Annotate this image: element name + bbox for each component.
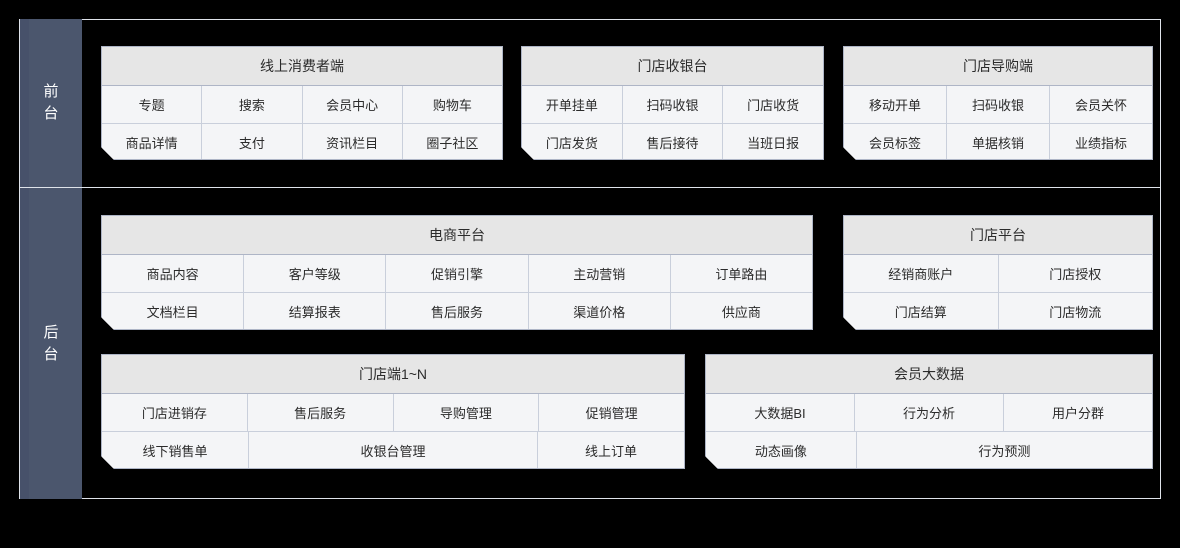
panel-row: 门店结算 门店物流 — [844, 292, 1152, 329]
panel-online-consumer[interactable]: 线上消费者端 专题 搜索 会员中心 购物车 商品详情 支付 资讯栏目 圈子社区 — [101, 46, 503, 160]
panel-cell[interactable]: 会员标签 — [844, 124, 946, 160]
panel-cell[interactable]: 售后接待 — [622, 124, 723, 160]
panel-cell[interactable]: 售后服务 — [385, 293, 527, 329]
panel-cell[interactable]: 线下销售单 — [102, 432, 248, 468]
section-rail-back: 后台 — [20, 188, 82, 499]
panel-cell[interactable]: 售后服务 — [247, 394, 393, 431]
panel-cell[interactable]: 门店进销存 — [102, 394, 247, 431]
panel-cell[interactable]: 主动营销 — [528, 255, 670, 292]
panel-row: 会员标签 单据核销 业绩指标 — [844, 123, 1152, 160]
panel-title-store-platform: 门店平台 — [844, 216, 1152, 255]
panel-cell[interactable]: 收银台管理 — [248, 432, 537, 468]
panel-cell[interactable]: 移动开单 — [844, 86, 946, 123]
panel-row: 商品内容 客户等级 促销引擎 主动营销 订单路由 — [102, 255, 812, 292]
panel-cell[interactable]: 经销商账户 — [844, 255, 998, 292]
panel-cell[interactable]: 搜索 — [201, 86, 301, 123]
panel-cell[interactable]: 供应商 — [670, 293, 812, 329]
panel-cell[interactable]: 大数据BI — [706, 394, 854, 431]
panel-cell[interactable]: 导购管理 — [393, 394, 539, 431]
panel-cell[interactable]: 专题 — [102, 86, 201, 123]
panel-cell[interactable]: 资讯栏目 — [302, 124, 402, 160]
panel-row: 线下销售单 收银台管理 线上订单 — [102, 431, 684, 468]
panel-cell[interactable]: 促销引擎 — [385, 255, 527, 292]
panel-cell[interactable]: 结算报表 — [243, 293, 385, 329]
panel-cell[interactable]: 用户分群 — [1003, 394, 1152, 431]
panel-row: 门店进销存 售后服务 导购管理 促销管理 — [102, 394, 684, 431]
panel-cell[interactable]: 开单挂单 — [522, 86, 622, 123]
panel-cell[interactable]: 会员中心 — [302, 86, 402, 123]
panel-cell[interactable]: 门店结算 — [844, 293, 998, 329]
panel-cell[interactable]: 促销管理 — [538, 394, 684, 431]
panel-cell[interactable]: 行为分析 — [854, 394, 1003, 431]
panel-title-store-cashier: 门店收银台 — [522, 47, 823, 86]
panel-cell[interactable]: 线上订单 — [537, 432, 684, 468]
panel-cell[interactable]: 扫码收银 — [622, 86, 723, 123]
panel-cell[interactable]: 业绩指标 — [1049, 124, 1152, 160]
diagram-frame — [19, 19, 1161, 499]
panel-cell[interactable]: 订单路由 — [670, 255, 812, 292]
panel-title-ecommerce-platform: 电商平台 — [102, 216, 812, 255]
panel-cell[interactable]: 门店物流 — [998, 293, 1153, 329]
section-rail-front-label: 前台 — [43, 83, 60, 122]
panel-cell[interactable]: 门店发货 — [522, 124, 622, 160]
panel-row: 专题 搜索 会员中心 购物车 — [102, 86, 502, 123]
panel-store-terminal[interactable]: 门店端1~N 门店进销存 售后服务 导购管理 促销管理 线下销售单 收银台管理 … — [101, 354, 685, 469]
panel-cell[interactable]: 购物车 — [402, 86, 502, 123]
panel-cell[interactable]: 支付 — [201, 124, 301, 160]
panel-cell[interactable]: 商品内容 — [102, 255, 243, 292]
section-rail-front: 前台 — [20, 19, 82, 187]
panel-row: 经销商账户 门店授权 — [844, 255, 1152, 292]
panel-row: 商品详情 支付 资讯栏目 圈子社区 — [102, 123, 502, 160]
panel-member-bigdata[interactable]: 会员大数据 大数据BI 行为分析 用户分群 动态画像 行为预测 — [705, 354, 1153, 469]
panel-row: 门店发货 售后接待 当班日报 — [522, 123, 823, 160]
panel-cell[interactable]: 门店授权 — [998, 255, 1153, 292]
panel-cell[interactable]: 门店收货 — [722, 86, 823, 123]
section-rail-back-label: 后台 — [43, 323, 60, 363]
panel-row: 移动开单 扫码收银 会员关怀 — [844, 86, 1152, 123]
panel-cell[interactable]: 单据核销 — [946, 124, 1049, 160]
panel-cell[interactable]: 圈子社区 — [402, 124, 502, 160]
panel-row: 大数据BI 行为分析 用户分群 — [706, 394, 1152, 431]
panel-title-store-guide: 门店导购端 — [844, 47, 1152, 86]
panel-cell[interactable]: 文档栏目 — [102, 293, 243, 329]
panel-cell[interactable]: 客户等级 — [243, 255, 385, 292]
panel-cell[interactable]: 会员关怀 — [1049, 86, 1152, 123]
panel-row: 文档栏目 结算报表 售后服务 渠道价格 供应商 — [102, 292, 812, 329]
section-divider — [19, 187, 1161, 188]
panel-store-platform[interactable]: 门店平台 经销商账户 门店授权 门店结算 门店物流 — [843, 215, 1153, 330]
panel-title-store-terminal: 门店端1~N — [102, 355, 684, 394]
panel-store-cashier[interactable]: 门店收银台 开单挂单 扫码收银 门店收货 门店发货 售后接待 当班日报 — [521, 46, 824, 160]
panel-ecommerce-platform[interactable]: 电商平台 商品内容 客户等级 促销引擎 主动营销 订单路由 文档栏目 结算报表 … — [101, 215, 813, 330]
panel-cell[interactable]: 当班日报 — [722, 124, 823, 160]
panel-title-member-bigdata: 会员大数据 — [706, 355, 1152, 394]
panel-cell[interactable]: 扫码收银 — [946, 86, 1049, 123]
panel-cell[interactable]: 动态画像 — [706, 432, 856, 468]
panel-cell[interactable]: 商品详情 — [102, 124, 201, 160]
panel-store-guide[interactable]: 门店导购端 移动开单 扫码收银 会员关怀 会员标签 单据核销 业绩指标 — [843, 46, 1153, 160]
panel-cell[interactable]: 行为预测 — [856, 432, 1152, 468]
panel-title-online-consumer: 线上消费者端 — [102, 47, 502, 86]
panel-row: 开单挂单 扫码收银 门店收货 — [522, 86, 823, 123]
panel-row: 动态画像 行为预测 — [706, 431, 1152, 468]
panel-cell[interactable]: 渠道价格 — [528, 293, 670, 329]
